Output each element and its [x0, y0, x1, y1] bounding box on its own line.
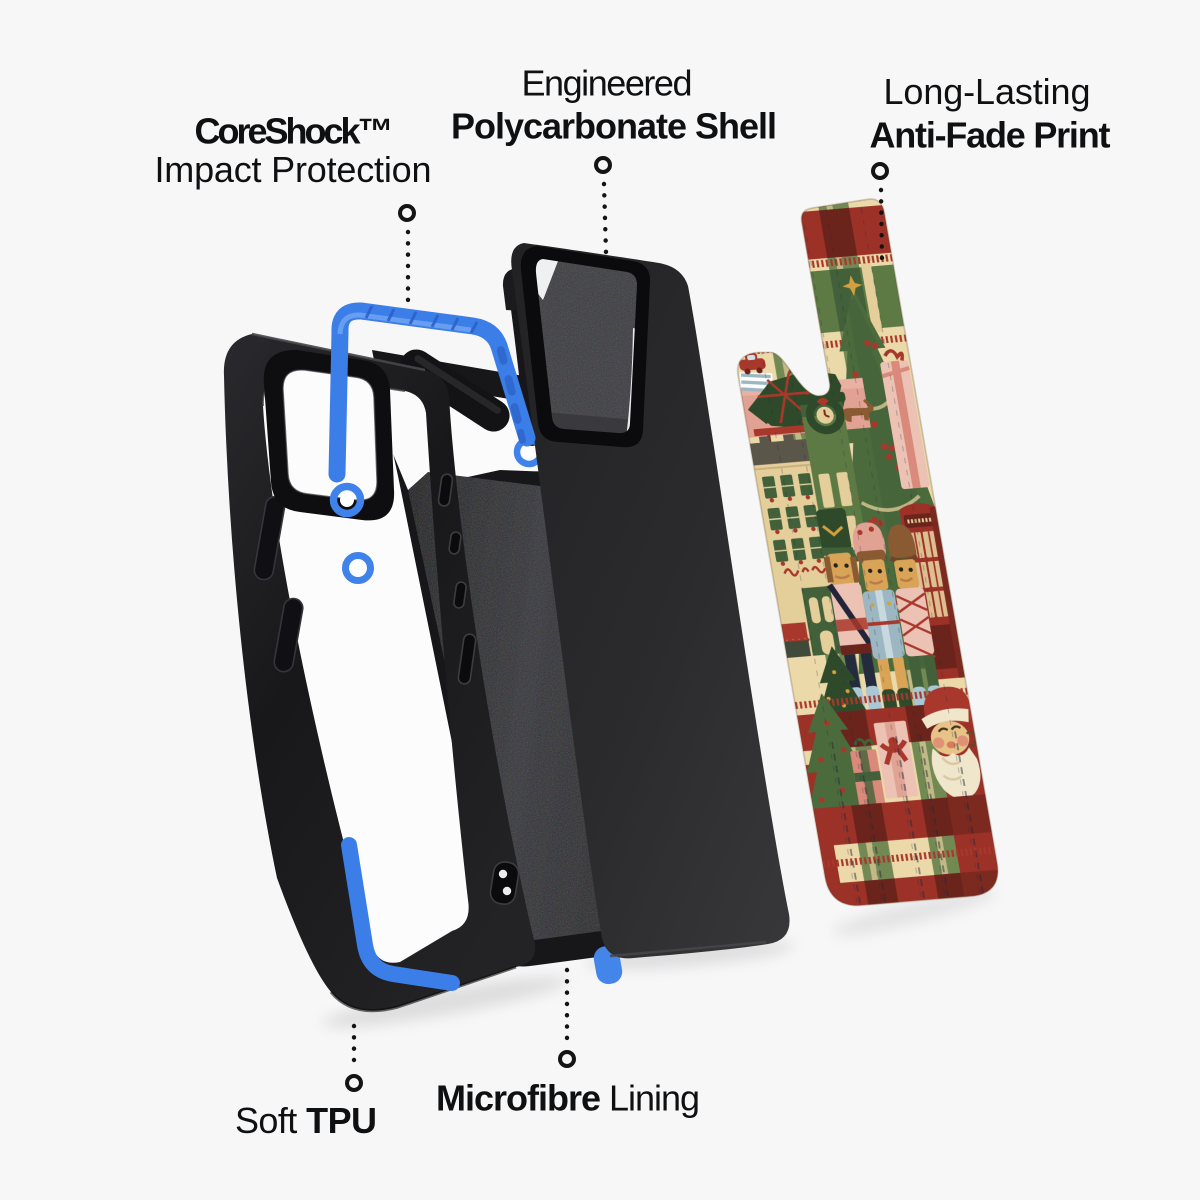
svg-text:Soft TPU: Soft TPU — [235, 1100, 377, 1141]
svg-text:Engineered: Engineered — [522, 63, 693, 104]
svg-text:Microfibre Lining: Microfibre Lining — [436, 1078, 700, 1119]
svg-text:Long-Lasting: Long-Lasting — [884, 71, 1091, 112]
svg-text:Polycarbonate Shell: Polycarbonate Shell — [451, 106, 777, 147]
svg-text:Anti-Fade Print: Anti-Fade Print — [870, 115, 1111, 156]
svg-text:CoreShock™: CoreShock™ — [195, 111, 394, 152]
svg-text:Impact Protection: Impact Protection — [155, 149, 432, 190]
